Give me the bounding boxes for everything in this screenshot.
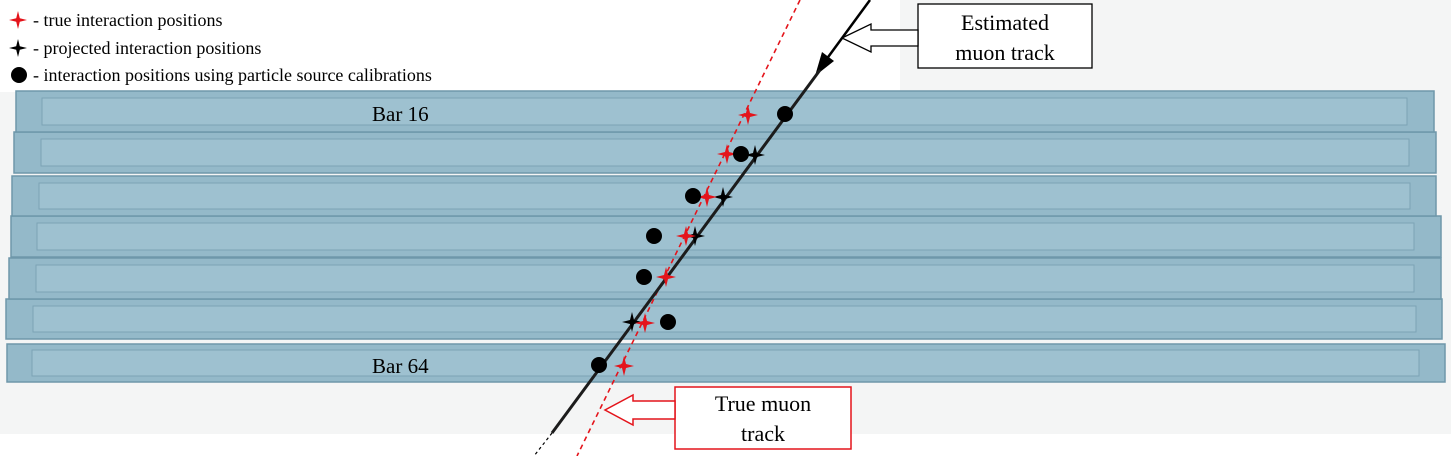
calibration-marker <box>636 269 652 285</box>
true-callout-line2: track <box>741 421 785 446</box>
true-track-callout: True muon track <box>603 386 852 450</box>
calibration-marker <box>591 357 607 373</box>
true-callout-line1: True muon <box>715 391 811 416</box>
legend-projected-label: - projected interaction positions <box>33 38 261 58</box>
true-callout-arrow <box>603 393 676 427</box>
calibration-marker <box>777 106 793 122</box>
legend-calibration-marker-icon <box>11 67 27 83</box>
legend-calibration-label: - interaction positions using particle s… <box>33 65 432 85</box>
calibration-marker <box>733 146 749 162</box>
estimated-track-callout: Estimated muon track <box>840 3 1093 69</box>
bar-4 <box>10 215 1442 258</box>
estimated-callout-line1: Estimated <box>961 10 1049 35</box>
estimated-callout-arrow <box>840 22 919 54</box>
calibration-marker <box>685 188 701 204</box>
bar-top-label: Bar 16 <box>372 102 429 126</box>
estimated-callout-line2: muon track <box>955 40 1055 65</box>
legend-true-label: - true interaction positions <box>33 10 222 30</box>
bar-bottom-label: Bar 64 <box>372 354 429 378</box>
legend: - true interaction positions - projected… <box>9 10 432 85</box>
bar-stack <box>5 90 1446 383</box>
true-track-line <box>576 0 801 456</box>
bar-5 <box>8 257 1442 300</box>
calibration-markers <box>591 106 793 373</box>
bar-7 <box>6 343 1446 383</box>
bar-6 <box>5 298 1443 340</box>
legend-backdrop <box>0 0 900 92</box>
bar-1 <box>15 90 1435 133</box>
calibration-marker <box>646 228 662 244</box>
calibration-marker <box>660 314 676 330</box>
